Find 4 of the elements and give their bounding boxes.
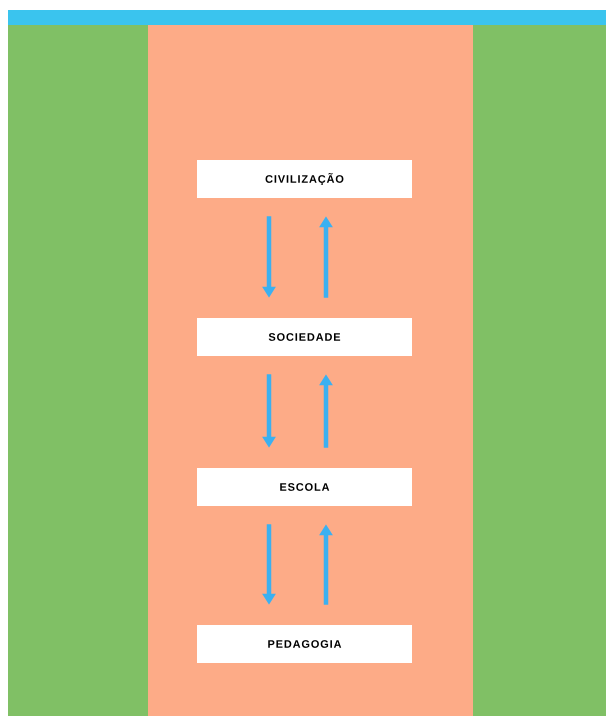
label-box: SOCIEDADE [197,318,412,356]
label-box: ESCOLA [197,468,412,506]
label-box: PEDAGOGIA [197,625,412,663]
label-box: CIVILIZAÇÃO [197,160,412,198]
